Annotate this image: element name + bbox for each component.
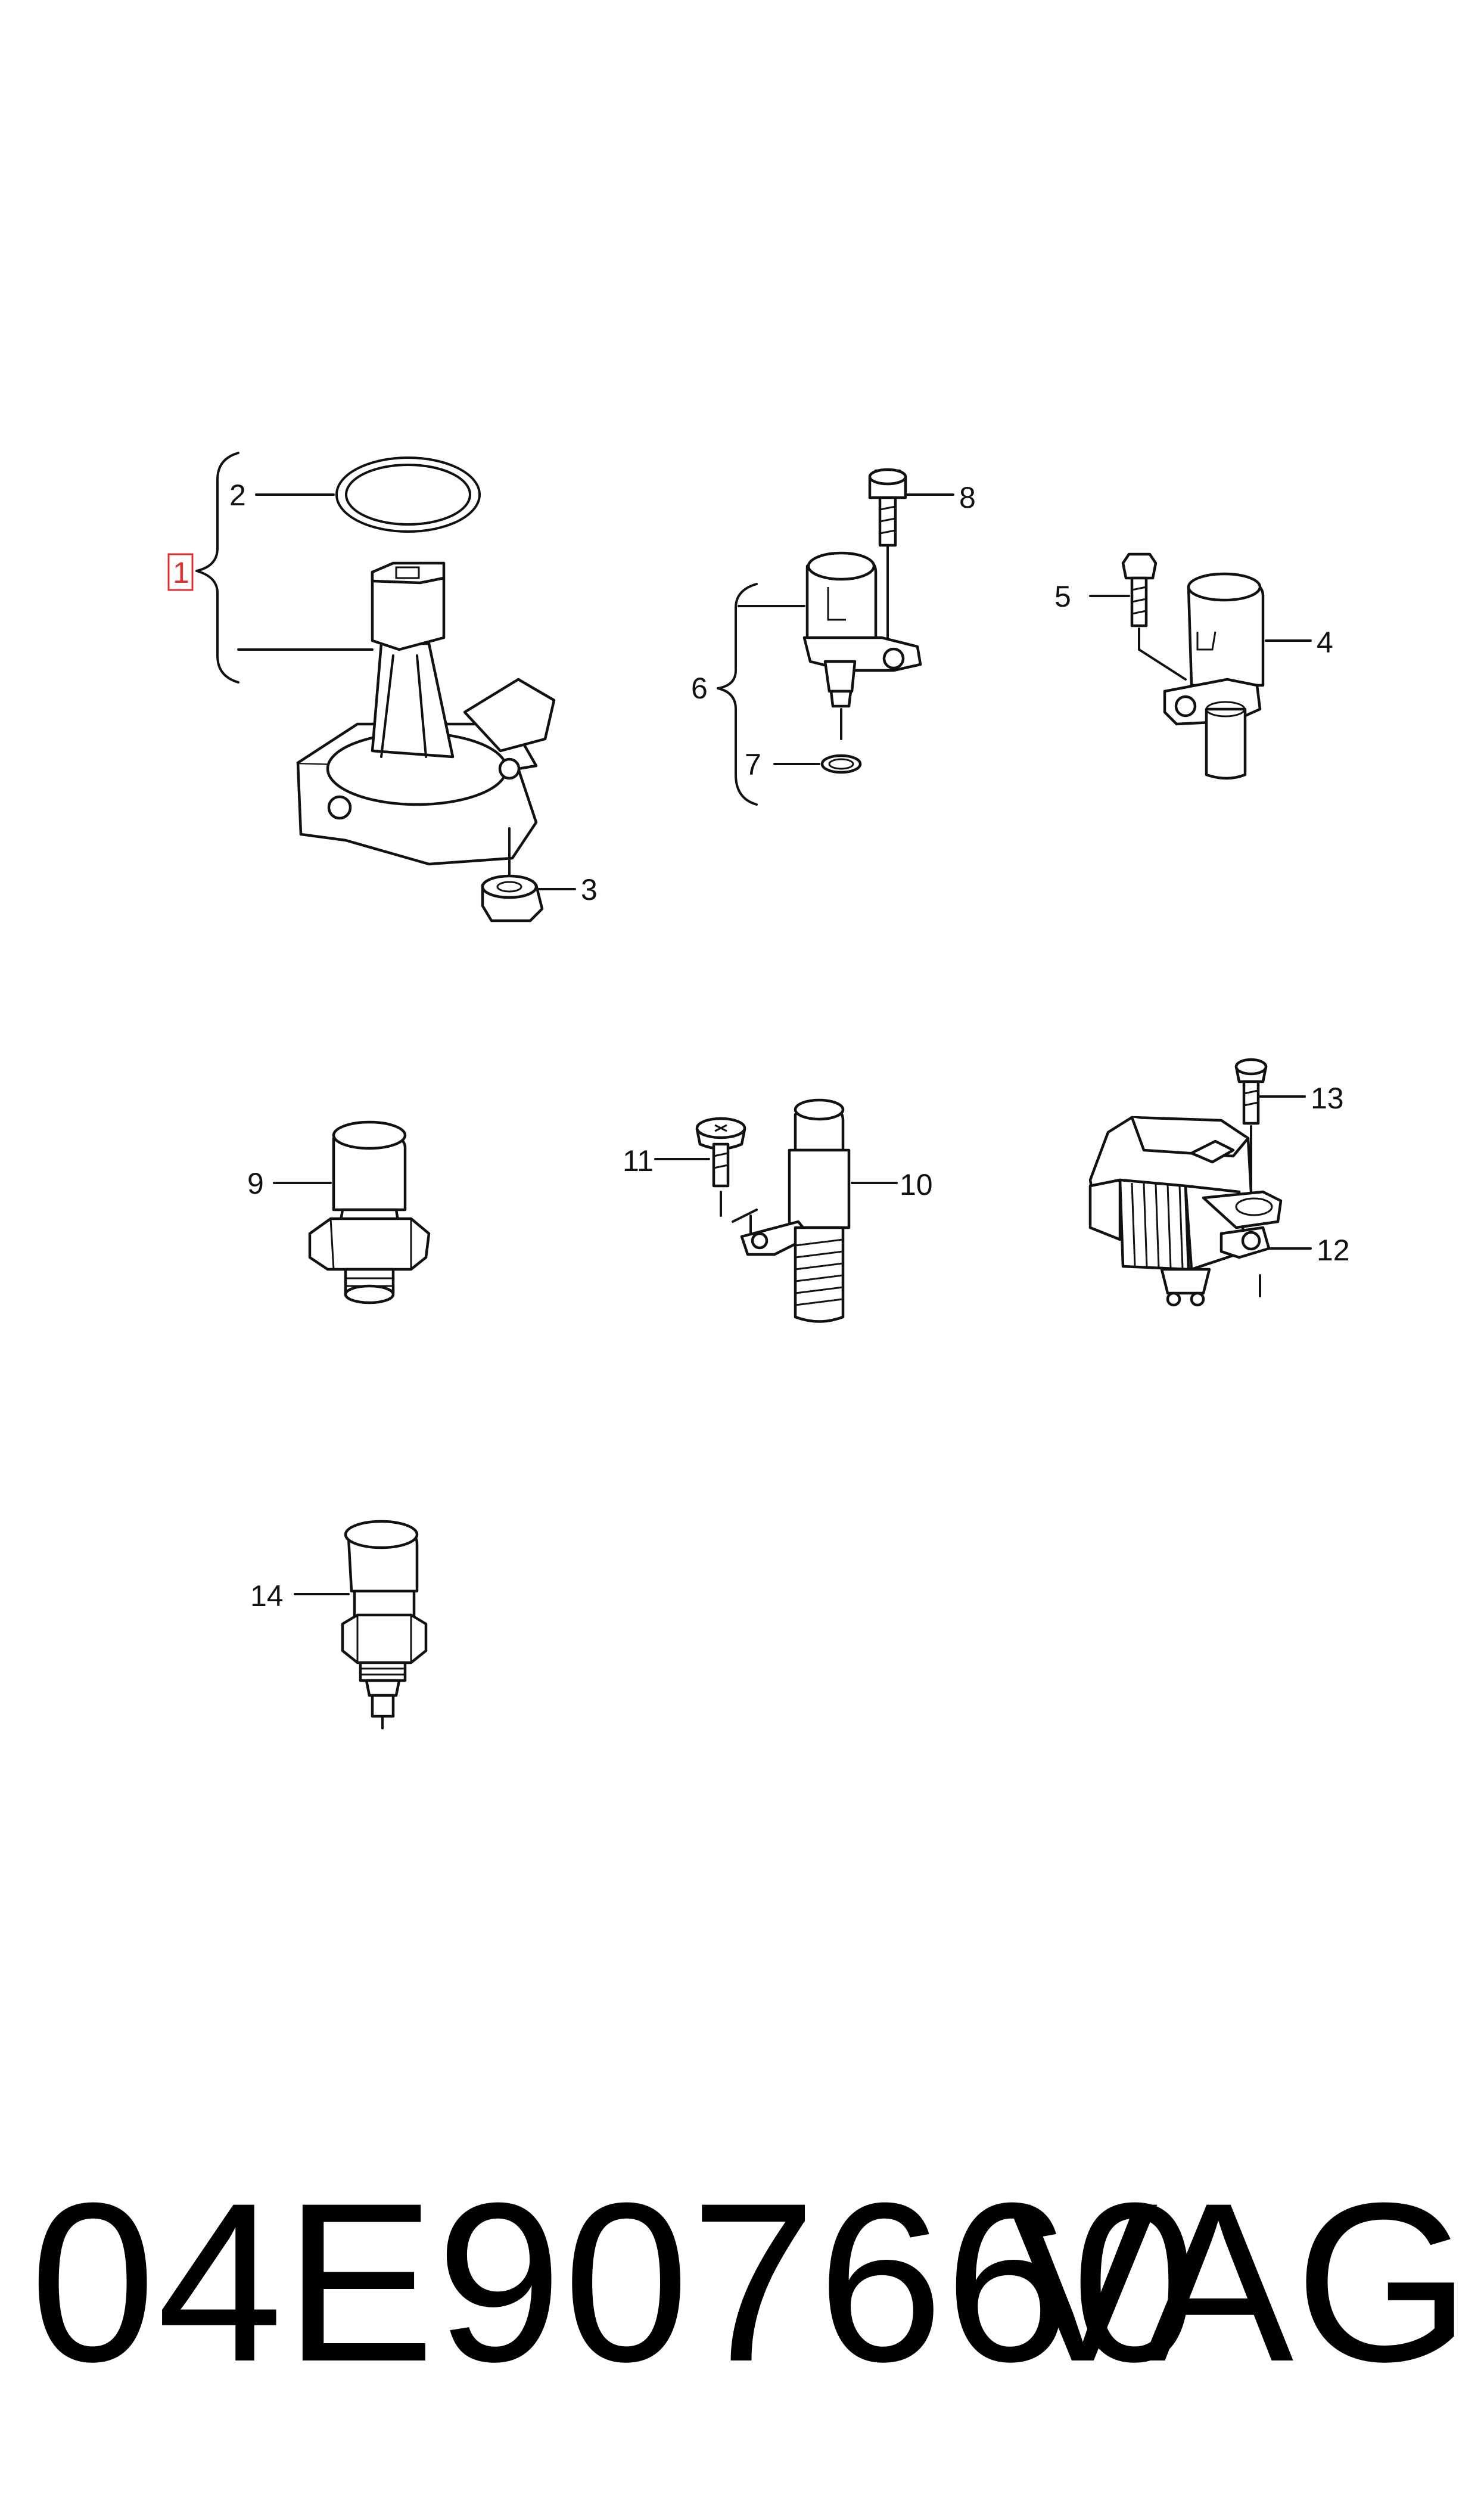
callout-7[interactable]: 7 bbox=[745, 748, 761, 781]
part-10-control-valve: 11 10 bbox=[623, 1098, 933, 1323]
callout-1-highlight bbox=[167, 553, 194, 591]
part-1-oil-level-sensor: 1 2 3 bbox=[167, 452, 598, 923]
brand-name: VAG bbox=[1007, 2155, 1472, 2409]
part-6-speed-sensor: 6 8 7 bbox=[691, 468, 976, 806]
callout-13[interactable]: 13 bbox=[1311, 1082, 1344, 1115]
callout-2[interactable]: 2 bbox=[229, 479, 246, 512]
part-4-speed-sensor: 5 4 bbox=[1054, 552, 1333, 780]
part-9-oil-pressure-switch: 9 bbox=[247, 1120, 431, 1304]
callout-1[interactable]: 1 bbox=[173, 556, 189, 589]
callout-3[interactable]: 3 bbox=[581, 873, 598, 906]
o-ring-2 bbox=[335, 456, 481, 533]
part-number: 04E907660 bbox=[30, 2155, 1199, 2409]
callout-14[interactable]: 14 bbox=[250, 1579, 284, 1613]
callout-6[interactable]: 6 bbox=[691, 672, 708, 705]
part-12-actuator: 13 12 bbox=[1088, 1058, 1350, 1307]
callout-8[interactable]: 8 bbox=[959, 481, 976, 514]
callout-12[interactable]: 12 bbox=[1317, 1234, 1350, 1267]
callout-5[interactable]: 5 bbox=[1054, 580, 1071, 613]
callout-10[interactable]: 10 bbox=[900, 1168, 933, 1201]
callout-11[interactable]: 11 bbox=[623, 1144, 654, 1178]
part-14-temperature-sender: 14 bbox=[250, 1520, 428, 1729]
callout-9[interactable]: 9 bbox=[247, 1167, 264, 1200]
callout-4[interactable]: 4 bbox=[1317, 626, 1333, 659]
